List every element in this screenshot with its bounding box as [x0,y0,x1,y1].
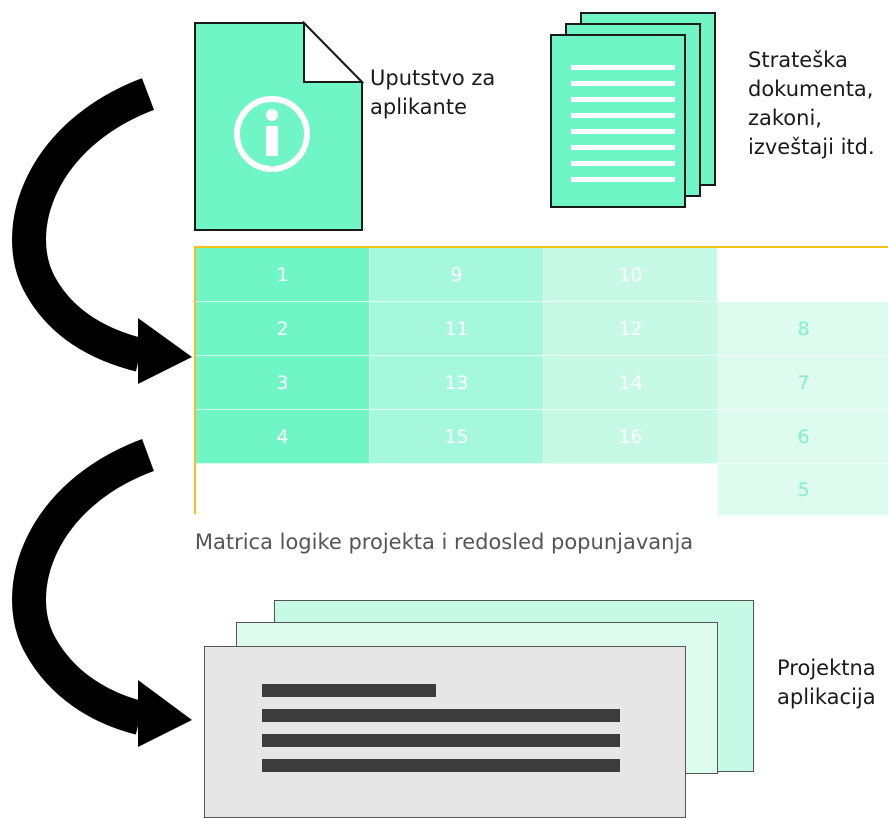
application-text-line [262,709,620,722]
guide-label: Uputstvo za aplikante [370,66,496,119]
info-icon [234,96,310,172]
matrix-cell-empty [196,464,370,516]
matrix-cell-empty [370,464,544,516]
application-text-line [262,759,620,772]
matrix-cell-5: 5 [718,464,888,516]
matrix-caption: Matrica logike projekta i redosled popun… [194,530,694,554]
strategy-label: Strateška dokumenta, zakoni, izveštaji i… [748,48,875,159]
matrix-cell-9: 9 [370,248,544,302]
matrix-cell-14: 14 [544,356,718,410]
matrix-cell-8: 8 [718,302,888,356]
application-label: Projektna aplikacija [777,656,876,709]
matrix-cell-12: 12 [544,302,718,356]
matrix-cell-15: 15 [370,410,544,464]
matrix-cell-7: 7 [718,356,888,410]
matrix-cell-3: 3 [196,356,370,410]
application-heading-line [262,684,436,697]
matrix-cell-10: 10 [544,248,718,302]
matrix-cell-2: 2 [196,302,370,356]
matrix-cell-empty [718,248,888,302]
matrix-cell-1: 1 [196,248,370,302]
matrix-cell-6: 6 [718,410,888,464]
matrix-cell-13: 13 [370,356,544,410]
application-text-line [262,734,620,747]
application-page-front [204,646,686,818]
strategy-documents-icon [550,12,716,208]
matrix-cell-11: 11 [370,302,544,356]
guide-document-icon [194,20,365,231]
matrix-cell-16: 16 [544,410,718,464]
matrix-cell-empty [544,464,718,516]
matrix-cell-4: 4 [196,410,370,464]
